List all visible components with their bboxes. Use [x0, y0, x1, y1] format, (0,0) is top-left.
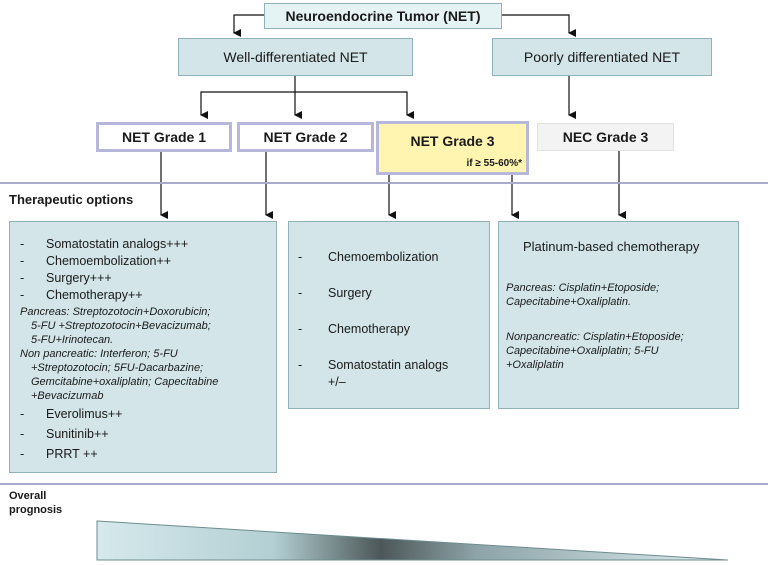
left-therapy-item: - PRRT ++ — [20, 444, 276, 464]
left-therapy-item: - Chemoembolization++ — [20, 253, 276, 270]
right-nonpancreatic-regimens: Nonpancreatic: Cisplatin+Etoposide; Capec… — [506, 330, 684, 372]
connector-well-grades — [200, 76, 296, 119]
nec-grade-3-label: NEC Grade 3 — [562, 129, 649, 145]
right-pancreas-line: Pancreas: Cisplatin+Etoposide; — [506, 282, 660, 294]
platinum-chemo-title: Platinum-based chemotherapy — [523, 239, 700, 254]
right-therapy-panel: Platinum-based chemotherapy Pancreas: Ci… — [498, 221, 739, 409]
prognosis-title-line-2: prognosis — [9, 504, 63, 516]
left-nonpancreatic-line: +Bevacizumab — [31, 390, 104, 402]
list-dash: - — [20, 447, 25, 461]
left-therapy-item: - Sunitinib++ — [20, 424, 276, 444]
middle-therapy-panel: -Chemoembolization-Surgery-Chemotherapy-… — [288, 221, 490, 409]
list-dash: - — [20, 254, 25, 268]
left-nonpancreatic-line: +Streptozotocin; 5FU-Dacarbazine; — [31, 362, 204, 374]
left-pancreas-line: Pancreas: Streptozotocin+Doxorubicin; — [20, 306, 211, 318]
left-therapy-item-text: Chemoembolization++ — [46, 254, 172, 268]
net-grade-2-node: NET Grade 2 — [237, 122, 374, 152]
therapeutic-options-title: Therapeutic options — [9, 192, 134, 207]
right-nonpancreatic-line: +Oxaliplatin — [506, 359, 564, 371]
left-therapy-item-text: Somatostatin analogs+++ — [46, 237, 189, 251]
left-therapy-item: - Chemotherapy++ — [20, 287, 276, 304]
left-therapy-item-text: Everolimus++ — [46, 407, 123, 421]
root-label: Neuroendocrine Tumor (NET) — [285, 8, 481, 24]
left-bottom-list: - Everolimus++ - Sunitinib++ - PRRT ++ — [20, 404, 276, 464]
left-pancreas-regimens: Pancreas: Streptozotocin+Doxorubicin; 5-F… — [20, 305, 276, 347]
net-grade-3-label: NET Grade 3 — [410, 133, 495, 149]
right-pancreas-line: Capecitabine+Oxaliplatin. — [506, 296, 632, 308]
left-therapy-item-text: Chemotherapy++ — [46, 288, 143, 302]
left-therapy-panel: - Somatostatin analogs+++ - Chemoembolizati… — [9, 221, 277, 473]
left-pancreas-line: 5-FU +Streptozotocin+Bevacizumab; — [31, 320, 211, 332]
divider-bottom — [0, 483, 768, 485]
list-dash: - — [298, 322, 303, 336]
left-therapy-item-text: PRRT ++ — [46, 447, 98, 461]
list-dash: - — [298, 250, 303, 264]
left-therapy-item: - Everolimus++ — [20, 404, 276, 424]
net-grade-1-node: NET Grade 1 — [96, 122, 232, 152]
list-dash: - — [298, 286, 303, 300]
poorly-differentiated-node: Poorly differentiated NET — [492, 38, 712, 76]
root-node: Neuroendocrine Tumor (NET) — [264, 3, 502, 29]
well-differentiated-node: Well-differentiated NET — [178, 38, 413, 76]
overall-prognosis-title: Overall prognosis — [9, 489, 62, 517]
poorly-differentiated-label: Poorly differentiated NET — [523, 49, 681, 65]
prognosis-title-line-1: Overall — [9, 490, 47, 502]
right-nonpancreatic-line: Capecitabine+Oxaliplatin; 5-FU — [506, 345, 659, 357]
list-dash: - — [298, 358, 303, 372]
left-nonpancreatic-regimens: Non pancreatic: Interferon; 5-FU +Strepto… — [20, 347, 276, 403]
right-pancreas-regimens: Pancreas: Cisplatin+Etoposide; Capecitabi… — [506, 281, 659, 309]
connector-root-well — [233, 14, 264, 37]
middle-therapy-item-text: Chemotherapy — [328, 322, 410, 336]
middle-therapy-item-text: Chemoembolization — [328, 250, 439, 264]
middle-therapy-item: - Somatostatin analogs — [298, 358, 448, 372]
net-grade-3-note: if ≥ 55-60%* — [466, 158, 522, 169]
list-dash: - — [20, 271, 25, 285]
middle-therapy-item: - Surgery — [298, 286, 372, 300]
left-nonpancreatic-line: Gemcitabine+oxaliplatin; Capecitabine — [31, 376, 219, 388]
nec-grade-3-node: NEC Grade 3 — [537, 123, 674, 151]
left-pancreas-line: 5-FU+Irinotecan. — [31, 334, 114, 346]
right-nonpancreatic-line: Nonpancreatic: Cisplatin+Etoposide; — [506, 331, 684, 343]
divider-top — [0, 182, 768, 184]
middle-therapy-item: - Chemotherapy — [298, 322, 410, 336]
net-grade-1-label: NET Grade 1 — [121, 129, 207, 145]
left-therapy-item-text: Sunitinib++ — [46, 427, 109, 441]
middle-therapy-suffix: +/– — [328, 375, 346, 389]
middle-therapy-item: - Chemoembolization — [298, 250, 438, 264]
left-nonpancreatic-line: Non pancreatic: Interferon; 5-FU — [20, 348, 178, 360]
left-therapy-item: - Somatostatin analogs+++ — [20, 236, 276, 253]
connector-root-poor — [502, 14, 576, 37]
middle-therapy-item-text: Surgery — [328, 286, 372, 300]
net-grade-3-node: NET Grade 3 if ≥ 55-60%* — [376, 121, 529, 175]
list-dash: - — [20, 427, 25, 441]
middle-therapy-item-text: Somatostatin analogs — [328, 358, 449, 372]
list-dash: - — [20, 407, 25, 421]
well-differentiated-label: Well-differentiated NET — [223, 49, 368, 65]
left-therapy-item-text: Surgery+++ — [46, 271, 112, 285]
left-therapy-item: - Surgery+++ — [20, 270, 276, 287]
list-dash: - — [20, 288, 25, 302]
left-top-list: - Somatostatin analogs+++ - Chemoembolizati… — [20, 236, 276, 304]
list-dash: - — [20, 237, 25, 251]
net-grade-2-label: NET Grade 2 — [263, 129, 348, 145]
